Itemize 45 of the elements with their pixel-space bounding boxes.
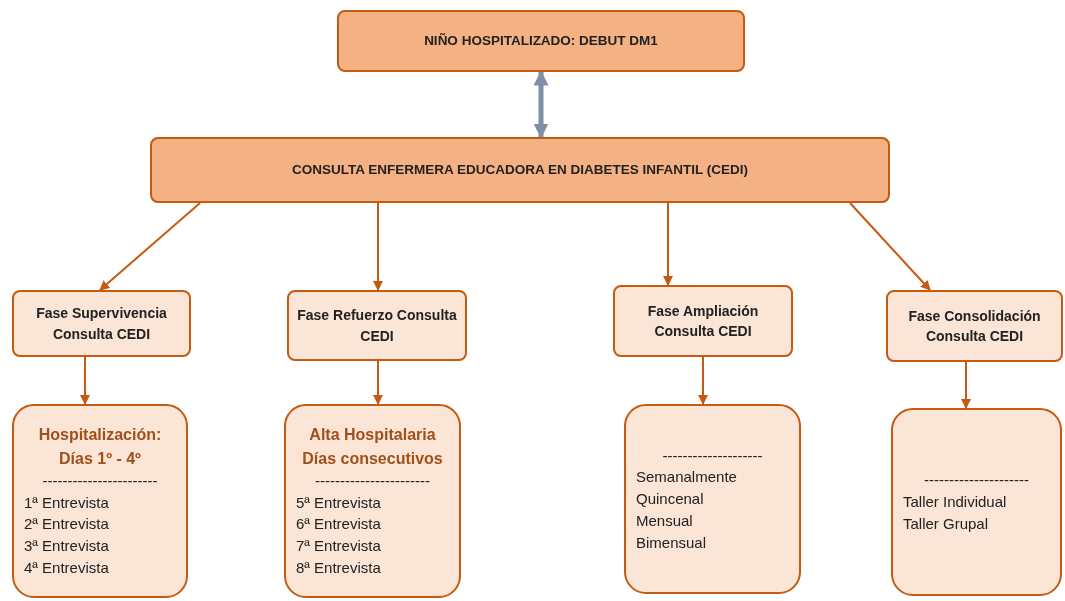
arrow <box>99 202 201 291</box>
separator-text: -------------------- <box>662 445 763 466</box>
box-label: Fase Refuerzo Consulta CEDI <box>297 306 457 346</box>
rounded-box <box>284 404 461 598</box>
list-item: Taller Individual <box>903 492 1007 513</box>
box-label: CONSULTA ENFERMERA EDUCADORA EN DIABETES INFANTIL (CEDI) <box>292 161 748 180</box>
box-label: NIÑO HOSPITALIZADO: DEBUT DM1 <box>424 32 658 51</box>
list-item: Quincenal <box>636 489 704 510</box>
arrow <box>849 202 931 291</box>
arrow <box>373 360 383 405</box>
arrow <box>961 361 971 409</box>
heading-text: Alta Hospitalaria Días consecutivos <box>301 425 444 469</box>
list-item: Taller Grupal <box>903 513 989 534</box>
list-item: 3ª Entrevista <box>24 536 109 557</box>
arrow <box>663 202 673 286</box>
process-box <box>886 290 1063 362</box>
rounded-box <box>624 404 801 594</box>
list-item: Mensual <box>636 510 693 531</box>
arrow <box>373 202 383 291</box>
list-item: 5ª Entrevista <box>296 492 381 513</box>
list-item: 1ª Entrevista <box>24 492 109 513</box>
separator-text: --------------------- <box>924 470 1029 491</box>
process-box <box>613 285 793 357</box>
rounded-box <box>891 408 1062 596</box>
box-label: Fase Ampliación Consulta CEDI <box>646 301 760 341</box>
process-box <box>287 290 467 361</box>
list-item: 4ª Entrevista <box>24 557 109 578</box>
separator-text: ----------------------- <box>315 470 430 491</box>
process-box <box>12 290 191 357</box>
list-item: 6ª Entrevista <box>296 514 381 535</box>
separator-text: ----------------------- <box>42 470 158 491</box>
heading-text: Hospitalización: Días 1º - 4º <box>37 425 163 469</box>
process-box <box>337 10 745 72</box>
list-item: 2ª Entrevista <box>24 514 109 535</box>
list-item: 8ª Entrevista <box>296 557 381 578</box>
list-item: Bimensual <box>636 532 707 553</box>
box-label: Fase Supervivencia Consulta CEDI <box>35 304 168 344</box>
rounded-box <box>12 404 188 598</box>
list-item: 7ª Entrevista <box>296 536 381 557</box>
box-label: Fase Consolidación Consulta CEDI <box>907 306 1042 346</box>
list-item: Semanalmente <box>636 467 737 488</box>
process-box <box>150 137 890 203</box>
arrow <box>698 356 708 405</box>
arrow <box>80 356 90 405</box>
arrow <box>533 70 549 139</box>
